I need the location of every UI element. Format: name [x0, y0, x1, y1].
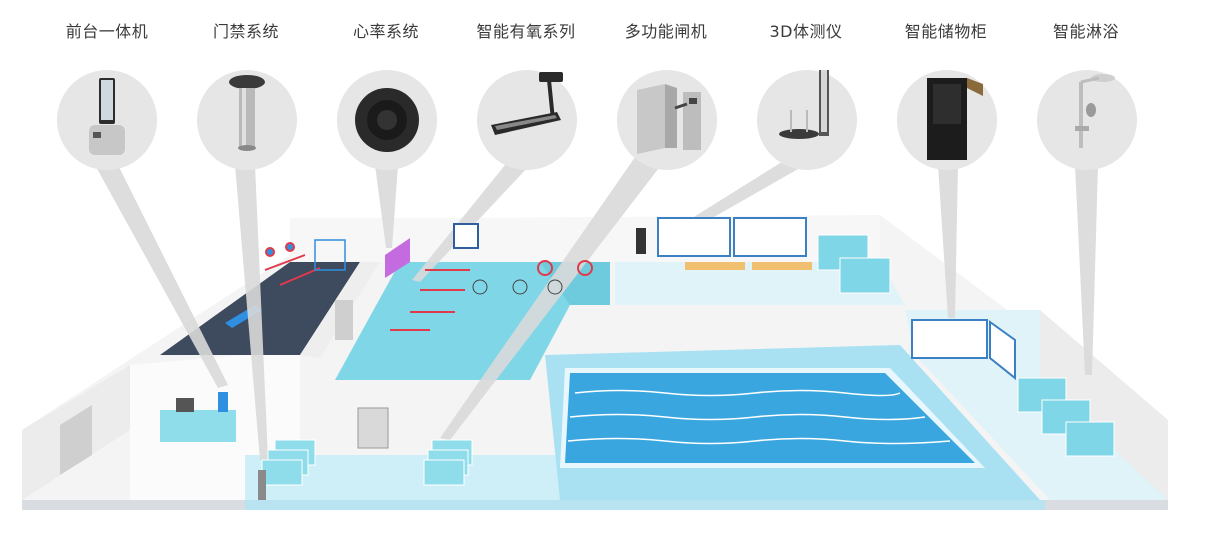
circle-access-control	[197, 70, 297, 170]
body-scanner-icon	[779, 70, 829, 139]
changing-room-floor	[615, 262, 905, 305]
beam-shower	[1075, 165, 1098, 375]
label-smart-locker: 智能储物柜	[904, 22, 988, 41]
heart-rate-screen	[385, 238, 410, 278]
benches	[685, 262, 812, 270]
shower-icon	[1075, 74, 1115, 148]
beam-heart	[375, 165, 398, 248]
lobby-window	[60, 405, 92, 475]
beam-locker	[938, 165, 958, 318]
heart-rate-band-icon	[355, 88, 419, 152]
shower-stalls-right	[1017, 377, 1115, 457]
circle-multifunction-gate	[617, 70, 717, 170]
label-smart-aerobic-series: 智能有氧系列	[476, 22, 576, 41]
gate-stack-left	[261, 439, 316, 486]
gate-pillar-small	[258, 470, 266, 500]
circle-heart-rate-system	[337, 70, 437, 170]
wall-poster	[453, 223, 479, 249]
front-edge	[245, 500, 1045, 510]
shower-stalls-top	[817, 234, 891, 294]
strength-back-wall	[290, 218, 450, 262]
kiosk-icon	[89, 78, 125, 155]
pool-wave-3	[567, 437, 951, 445]
label-multifunction-gate: 多功能闸机	[624, 22, 708, 41]
lobby-door	[357, 407, 389, 449]
gate-pillar-icon	[229, 75, 265, 151]
label-smart-shower: 智能淋浴	[1052, 22, 1119, 41]
pool-wave-2	[569, 413, 926, 421]
label-heart-rate-system: 心率系统	[352, 22, 419, 41]
strength-equipment	[264, 239, 346, 286]
label-reception-kiosk: 前台一体机	[65, 22, 149, 41]
lockers-top	[657, 217, 807, 257]
beam-kiosk	[95, 165, 228, 388]
circle-reception-kiosk	[57, 70, 157, 170]
pool-wave-1	[574, 389, 901, 397]
circle-3d-body-scanner	[757, 70, 857, 170]
turnstile-icon	[637, 84, 701, 154]
beam-gate	[235, 165, 268, 460]
reception-desk	[160, 392, 236, 442]
lockers-right	[911, 319, 1016, 381]
partition-window	[335, 300, 353, 340]
gate-stack-right	[423, 439, 473, 486]
right-wall	[1040, 310, 1168, 500]
circle-smart-locker	[897, 70, 997, 170]
aerobic-equipment	[390, 260, 593, 331]
circle-smart-aerobic-series	[477, 70, 577, 170]
aerobic-zone-floor	[335, 262, 610, 380]
treadmill-icon	[491, 72, 563, 135]
locker-icon	[927, 78, 983, 160]
scanner-small	[636, 228, 646, 254]
label-3d-body-scanner: 3D体测仪	[769, 22, 843, 41]
label-access-control: 门禁系统	[212, 22, 279, 41]
beam-gate2	[440, 150, 665, 440]
circle-smart-shower	[1037, 70, 1137, 170]
